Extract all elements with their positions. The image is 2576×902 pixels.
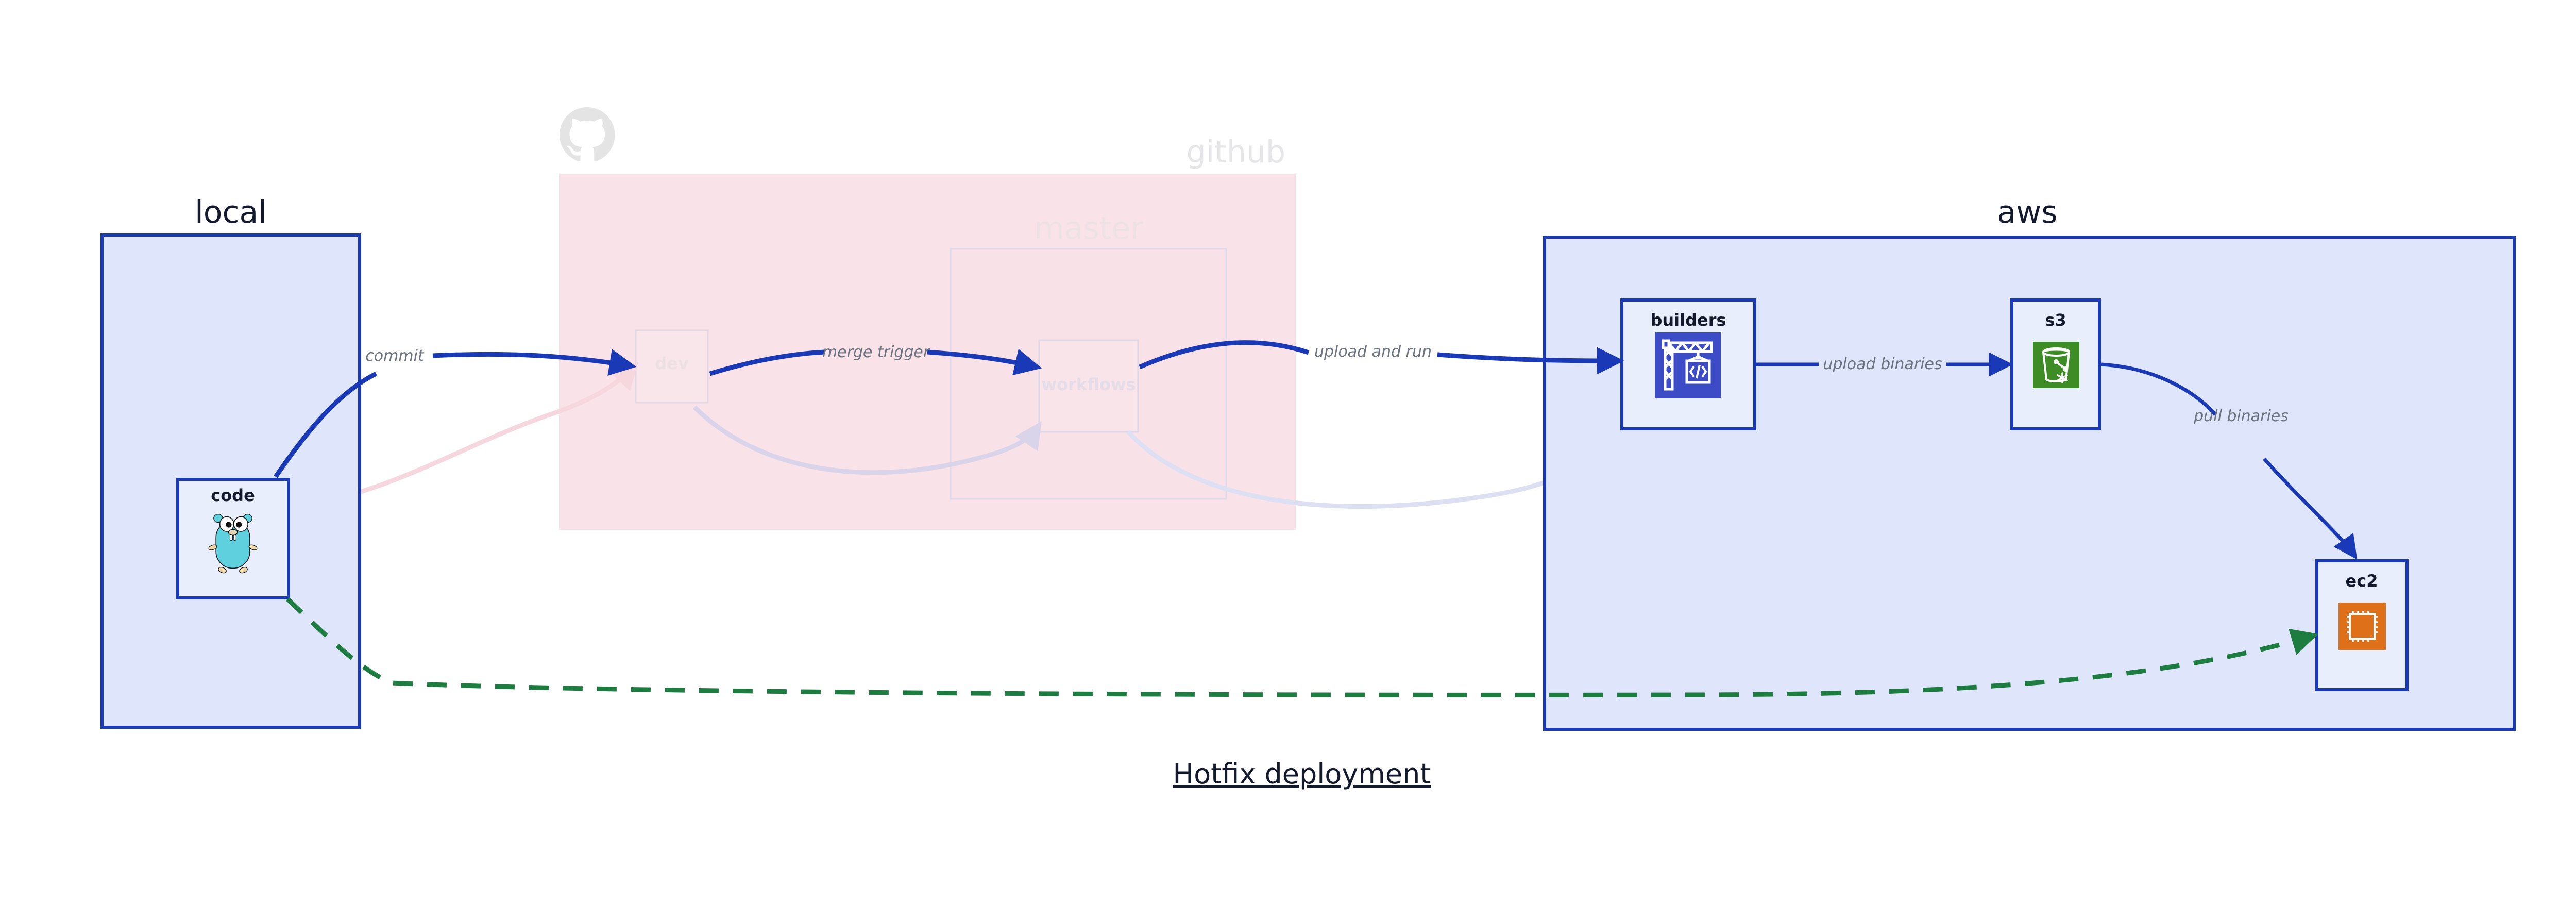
go-gopher-icon — [208, 513, 258, 574]
edge-hotfix-direct — [285, 597, 2319, 697]
aws-ec2-icon — [2338, 603, 2386, 650]
node-code[interactable]: code — [176, 478, 290, 599]
node-code-label: code — [211, 486, 255, 505]
edge-merge-trigger-label: merge trigger — [822, 343, 930, 361]
node-ec2[interactable]: ec2 — [2315, 559, 2409, 691]
edge-upload-and-run-label: upload and run — [1314, 343, 1432, 361]
edge-pull-binaries-label: pull binaries — [2193, 407, 2289, 425]
edge-pull-binaries: pull binaries — [2100, 362, 2358, 560]
subcluster-master: master — [950, 210, 1227, 500]
node-s3[interactable]: s3 — [2010, 298, 2101, 430]
node-builders[interactable]: builders — [1620, 298, 1756, 430]
edge-commit-label: commit — [365, 347, 425, 365]
github-logo-icon — [560, 107, 615, 161]
node-dev[interactable]: dev — [635, 329, 709, 404]
node-workflows[interactable]: workflows — [1038, 339, 1139, 433]
aws-codebuild-icon — [1655, 332, 1721, 398]
edge-commit: commit — [274, 347, 637, 478]
node-dev-label: dev — [655, 354, 689, 373]
cluster-github-label: github — [1187, 134, 1285, 170]
cluster-aws-label: aws — [1997, 194, 2057, 230]
node-dev-box[interactable] — [635, 329, 709, 404]
node-builders-label: builders — [1650, 310, 1726, 330]
edge-merge-trigger: merge trigger — [709, 343, 1042, 376]
edge-upload-binaries-label: upload binaries — [1823, 355, 1942, 373]
edge-upload-and-run: upload and run — [1139, 340, 1624, 375]
node-s3-label: s3 — [2045, 310, 2066, 330]
cluster-local: local — [100, 194, 361, 729]
edge-ghost-dev-workflows — [692, 405, 1042, 475]
cluster-local-label: local — [195, 194, 267, 230]
node-workflows-box[interactable] — [1038, 339, 1139, 433]
subcluster-master-label: master — [1034, 210, 1143, 246]
page-title: Hotfix deployment — [1173, 758, 1431, 790]
node-workflows-label: workflows — [1042, 375, 1136, 394]
edge-upload-binaries: upload binaries — [1756, 352, 2013, 377]
aws-s3-glacier-icon — [2033, 342, 2079, 388]
node-ec2-label: ec2 — [2346, 571, 2378, 591]
